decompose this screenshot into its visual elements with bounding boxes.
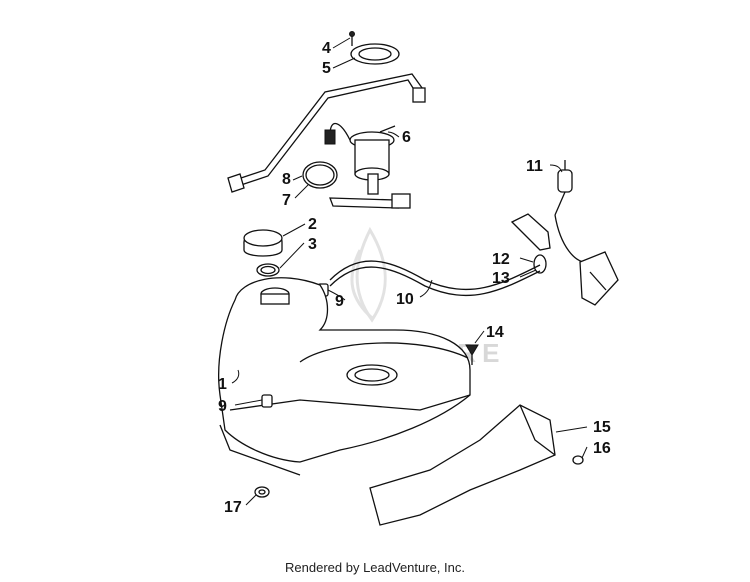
- part-hose-clamp-9b: [261, 394, 273, 408]
- part-filler-cap-2: [243, 229, 283, 257]
- callout-11: 11: [526, 158, 543, 175]
- part-fuel-filter-11: [554, 160, 573, 216]
- part-heat-shield-15: [369, 404, 556, 526]
- callout-12: 12: [492, 251, 510, 268]
- part-fuel-line-10: [329, 260, 541, 297]
- part-vent-hose-8: [227, 73, 426, 193]
- part-grommet-17: [254, 486, 270, 498]
- callout-17: 17: [224, 499, 242, 516]
- callout-9-lower: 9: [218, 398, 227, 415]
- callout-4: 4: [322, 40, 331, 57]
- callout-2: 2: [308, 216, 317, 233]
- callout-6: 6: [402, 129, 411, 146]
- part-clamp-13: [533, 254, 547, 274]
- callout-5: 5: [322, 60, 331, 77]
- callout-labels: 4 5 6 8 7 11 2 3 12 13 9 10 14 1 9 15 16…: [218, 40, 611, 516]
- part-fuel-tank-1: [218, 277, 471, 476]
- part-locking-ring-5: [350, 43, 400, 65]
- part-fuel-pump-6: [324, 122, 411, 209]
- footer-credit: Rendered by LeadVenture, Inc.: [285, 560, 465, 575]
- part-screw-4: [349, 31, 355, 46]
- part-fastener-16: [572, 455, 584, 465]
- part-o-ring-7: [302, 161, 338, 189]
- part-push-rivet-14: [465, 344, 479, 365]
- part-bracket-12: [510, 213, 591, 263]
- callout-8: 8: [282, 171, 291, 188]
- part-mount-bracket: [579, 251, 619, 306]
- callout-16: 16: [593, 440, 611, 457]
- callout-3: 3: [308, 236, 317, 253]
- callout-7: 7: [282, 192, 291, 209]
- callout-10: 10: [396, 291, 414, 308]
- callout-15: 15: [593, 419, 611, 436]
- callout-1: 1: [218, 376, 227, 393]
- leader-lines: [231, 37, 588, 506]
- callout-9-upper: 9: [335, 293, 344, 310]
- callout-13: 13: [492, 270, 510, 287]
- part-cap-gasket-3: [256, 263, 280, 277]
- callout-14: 14: [486, 324, 504, 341]
